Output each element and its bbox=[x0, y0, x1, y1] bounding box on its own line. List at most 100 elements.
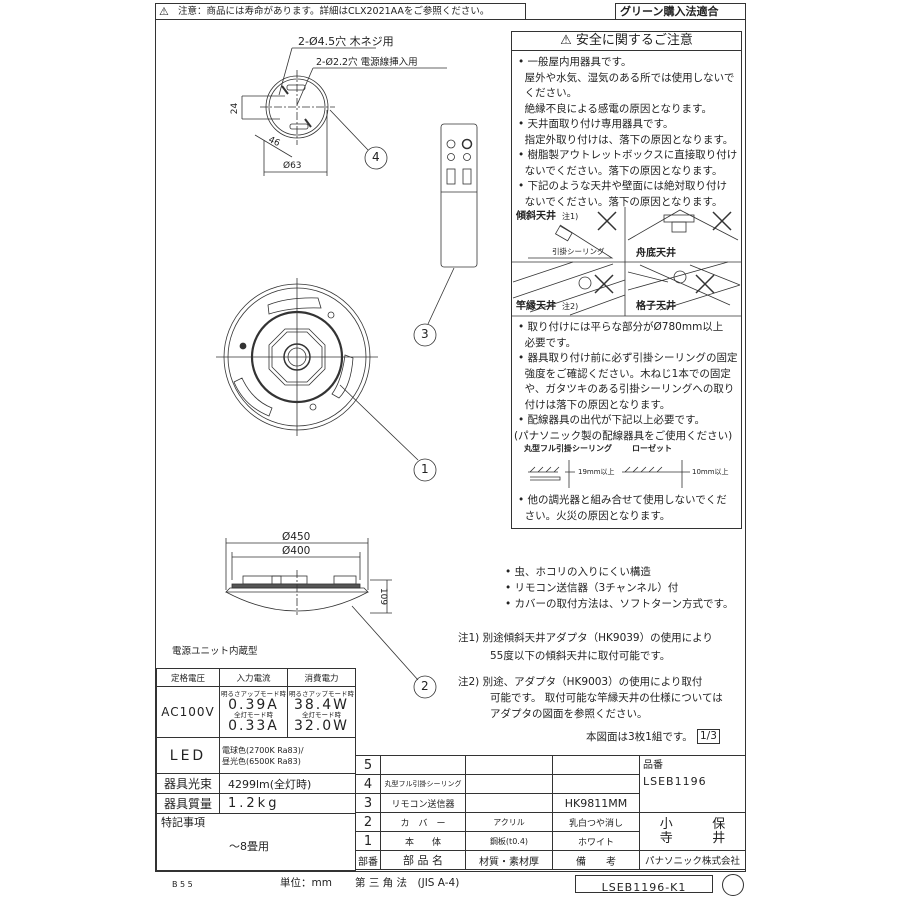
part-name bbox=[380, 755, 466, 775]
projection-label: 第 三 角 法 (JIS A-4) bbox=[355, 877, 460, 889]
callout-1: 1 bbox=[421, 462, 429, 476]
power-up: 38.4W bbox=[293, 697, 349, 713]
ceiling-coffered-label: 格子天井 bbox=[636, 301, 676, 312]
part-number: 1 bbox=[355, 831, 381, 851]
callout-3: 3 bbox=[421, 327, 429, 341]
part-name: 丸型フル引掛シーリング bbox=[380, 774, 466, 794]
feature-item: • カバーの取付方法は、ソフトターン方式です。 bbox=[505, 598, 734, 610]
led-label: LED bbox=[156, 737, 220, 774]
safety-line: 付けは落下の原因となります。 bbox=[518, 398, 671, 411]
fitting-ceiling-rose-dim: 19mm以上 bbox=[578, 468, 615, 476]
part-number: 4 bbox=[355, 774, 381, 794]
approver-char: 寺 bbox=[659, 830, 673, 846]
drawing-number-box: LSEB1196-K1 bbox=[575, 875, 713, 894]
approver-char: 保 bbox=[712, 816, 726, 832]
part-material bbox=[465, 793, 553, 813]
sheet-count-text: 本図面は3枚1組です。 bbox=[586, 731, 693, 743]
safety-line: • 一般屋内用器具です。 bbox=[518, 56, 632, 68]
drawing-frame bbox=[155, 19, 746, 872]
safety-line: 屋外や水気、湿気のある所では使用しないで bbox=[518, 71, 735, 84]
fitting-rosette-label: ローゼット bbox=[632, 444, 672, 453]
safety-line: • 樹脂製アウトレットボックスに直接取り付け bbox=[518, 149, 738, 161]
part-number: 2 bbox=[355, 812, 381, 832]
safety-title-row: ⚠ 安全に関するご注意 bbox=[512, 32, 741, 51]
fixture-top-view bbox=[216, 278, 437, 482]
note-1-line-1: 注1) 別途傾斜天井アダプタ（HK9039）の使用により bbox=[458, 632, 713, 644]
part-material bbox=[465, 774, 553, 794]
product-number-label: 品番 bbox=[643, 760, 663, 771]
ceiling-batten-label: 竿縁天井 bbox=[516, 301, 556, 312]
revision-circle bbox=[722, 874, 744, 896]
safety-title: 安全に関するご注意 bbox=[575, 33, 693, 48]
company-name: パナソニック株式会社 bbox=[639, 850, 746, 870]
luminous-flux: 4299lm(全灯時) bbox=[219, 773, 356, 794]
current-full: 0.33A bbox=[228, 718, 279, 734]
part-name: リモコン送信器 bbox=[380, 793, 466, 813]
mode-full-label: 全灯モード時 bbox=[302, 711, 341, 719]
spec-caption: 電源ユニット内蔵型 bbox=[172, 646, 258, 657]
safety-line: • 他の調光器と組み合せて使用しないでくだ bbox=[518, 494, 727, 506]
header-material: 材質・素材厚 bbox=[465, 850, 553, 870]
feature-item: • 虫、ホコリの入りにくい構造 bbox=[505, 566, 651, 578]
part-note bbox=[552, 755, 640, 775]
warning-icon: ⚠ bbox=[560, 33, 572, 48]
part-note: ホワイト bbox=[552, 831, 640, 851]
safety-line: ください。 bbox=[518, 87, 578, 99]
fitting-ceiling-rose-label: 丸型フル引掛シーリング bbox=[524, 444, 612, 453]
led-daylight: 昼光色(6500K Ra83) bbox=[222, 756, 301, 766]
note-2-line-3: アダプタの図面を参照ください。 bbox=[490, 708, 648, 720]
approver-char: 小 bbox=[659, 816, 673, 832]
power-full: 32.0W bbox=[293, 718, 349, 734]
unit-label: 単位：mm bbox=[280, 877, 332, 889]
dim-109: 109 bbox=[378, 587, 389, 606]
feature-item: • リモコン送信器（3チャンネル）付 bbox=[505, 582, 679, 594]
note-2-line-1: 注2) 別途、アダプタ（HK9003）の使用により取付 bbox=[458, 676, 703, 688]
safety-line: (パナソニック製の配線器具をご使用ください) bbox=[514, 429, 733, 442]
ceiling-batten-note: 注2) bbox=[562, 302, 579, 311]
mass-label: 器具質量 bbox=[156, 793, 220, 814]
parts-header-row: 部番部 品 名材質・素材厚備 考パナソニック株式会社 bbox=[355, 850, 746, 870]
safety-line: • 天井面取り付け専用器具です。 bbox=[518, 118, 674, 130]
safety-line: 絶縁不良による感電の原因となります。 bbox=[518, 102, 712, 115]
led-color-cell: 電球色(2700K Ra83)/昼光色(6500K Ra83) bbox=[219, 737, 356, 774]
approval-cell: 小寺 保井 bbox=[639, 812, 746, 851]
paper-code: B 5 5 bbox=[172, 880, 193, 889]
part-material: アクリル bbox=[465, 812, 553, 832]
safety-notice-panel: ⚠ 安全に関するご注意 • 一般屋内用器具です。 屋外や水気、湿気のある所では使… bbox=[511, 31, 742, 529]
dim-63: Ø63 bbox=[283, 161, 302, 171]
approver-char: 井 bbox=[712, 830, 726, 846]
part-name: 本 体 bbox=[380, 831, 466, 851]
safety-line: さい。火災の原因となります。 bbox=[518, 509, 671, 522]
safety-line: ないでください。落下の原因となります。 bbox=[518, 195, 723, 208]
ceiling-boat-label: 舟底天井 bbox=[636, 248, 676, 259]
dim-450: Ø450 bbox=[282, 531, 311, 543]
callout-2: 2 bbox=[421, 679, 429, 693]
safety-line: ないでください。落下の原因となります。 bbox=[518, 164, 723, 177]
product-number-cell: 品番 LSEB1196 bbox=[639, 755, 746, 813]
safety-line: 強度をご確認ください。木ねじ1本での固定 bbox=[518, 367, 731, 380]
fixture-side-view bbox=[225, 538, 437, 699]
ceiling-sloped-label: 傾斜天井 bbox=[516, 211, 556, 222]
hole-label-wire: 2-Ø2.2穴 電源線挿入用 bbox=[316, 57, 418, 68]
dim-24: 24 bbox=[230, 102, 241, 115]
part-number: 3 bbox=[355, 793, 381, 813]
drawing-number: LSEB1196-K1 bbox=[601, 881, 687, 894]
ceiling-type-illustrations bbox=[511, 207, 741, 488]
mode-up-label: 明るさアップモード時 bbox=[289, 690, 354, 698]
part-material bbox=[465, 755, 553, 775]
remarks-cell: 特記事項～8畳用 bbox=[156, 813, 356, 871]
warning-icon: ⚠ bbox=[159, 5, 169, 18]
green-purchase-text: グリーン購入法適合 bbox=[620, 5, 719, 18]
header-input-current: 入力電流 bbox=[219, 668, 288, 687]
safety-line: 指定外取り付けは、落下の原因となります。 bbox=[518, 133, 734, 146]
led-warm: 電球色(2700K Ra83)/ bbox=[222, 745, 304, 755]
flux-label: 器具光束 bbox=[156, 773, 220, 794]
ceiling-fitting-drawing bbox=[241, 47, 447, 176]
product-number: LSEB1196 bbox=[643, 775, 707, 788]
sheet-number: 1/3 bbox=[697, 729, 720, 744]
